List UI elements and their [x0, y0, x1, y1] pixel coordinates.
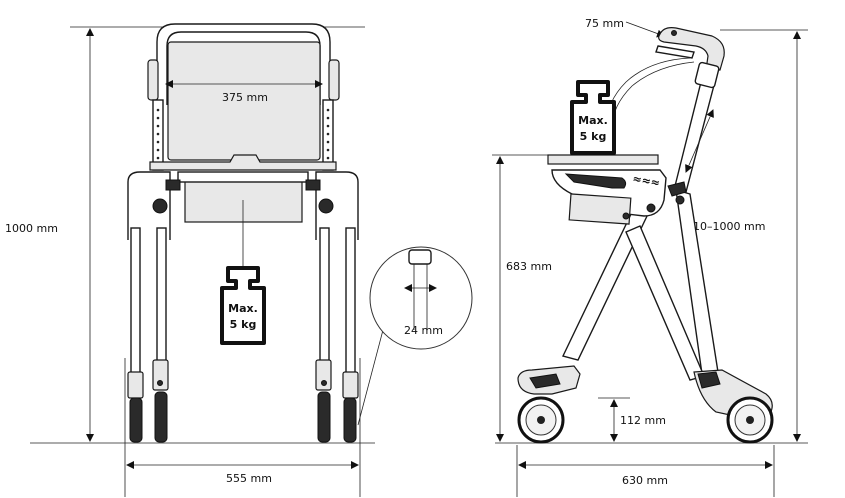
- tube-width-label: 24 mm: [404, 324, 443, 337]
- side-clearance-label: 112 mm: [620, 414, 666, 427]
- front-weight-line2: 5 kg: [230, 318, 257, 331]
- front-seat: [149, 154, 337, 171]
- front-right-brake-knob: [318, 198, 334, 214]
- side-adjust-knob: [667, 181, 687, 197]
- side-weight-line1: Max.: [578, 114, 608, 127]
- front-casters: [127, 359, 359, 443]
- front-width-label: 555 mm: [226, 472, 272, 485]
- side-handle-dim-line: [625, 21, 665, 38]
- front-weight-line1: Max.: [228, 302, 258, 315]
- front-seat-cross-bar: [177, 171, 309, 183]
- front-adjust-holes: [156, 108, 330, 160]
- side-handle-tube: [673, 69, 719, 193]
- side-view: 683 mm 75 mm 810–1000 mm ≈≈≈: [492, 17, 808, 497]
- side-brake-lever: [655, 45, 695, 59]
- side-height-clamp: [694, 61, 720, 89]
- front-basket: [184, 179, 303, 223]
- side-brake-cable: [605, 57, 691, 129]
- side-handle-screw: [671, 30, 677, 36]
- side-front-wheel: [517, 396, 565, 444]
- front-left-side-frame: [127, 171, 171, 240]
- tube-detail-circle: 24 mm: [369, 246, 473, 350]
- tube-callout-leader: [357, 329, 384, 426]
- side-rear-wheel: [726, 396, 774, 444]
- side-adjust-knob-2: [675, 195, 685, 205]
- front-right-grip: [328, 59, 340, 101]
- side-front-fork-grip: [529, 373, 561, 389]
- side-weight-line2: 5 kg: [580, 130, 607, 143]
- front-height-label: 1000 mm: [5, 222, 58, 235]
- front-right-hinge: [305, 179, 321, 191]
- side-rear-brake-block: [697, 371, 721, 389]
- side-handle-adjust-label: 810–1000 mm: [686, 220, 765, 233]
- side-hinge-bolt: [646, 203, 656, 213]
- side-weight-icon: Max. 5 kg: [570, 80, 616, 155]
- side-handle-adjust-dimension: [685, 109, 714, 173]
- front-seat-width-label: 375 mm: [222, 91, 268, 104]
- side-seat: [547, 154, 659, 165]
- side-handle-label: 75 mm: [585, 17, 624, 30]
- front-view: 1000 mm 375 mm: [5, 23, 473, 497]
- side-brand-mark: ≈≈≈: [631, 172, 660, 190]
- side-hinge-bolt-2: [622, 212, 630, 220]
- front-left-grip: [147, 59, 159, 101]
- side-basket: [568, 193, 632, 225]
- side-seat-handle-cutout: [564, 173, 627, 189]
- side-seat-height-label: 683 mm: [506, 260, 552, 273]
- side-depth-label: 630 mm: [622, 474, 668, 487]
- front-left-hinge: [165, 179, 181, 191]
- front-weight-icon: Max. 5 kg: [220, 266, 266, 345]
- front-left-brake-knob: [152, 198, 168, 214]
- front-right-side-frame: [315, 171, 359, 240]
